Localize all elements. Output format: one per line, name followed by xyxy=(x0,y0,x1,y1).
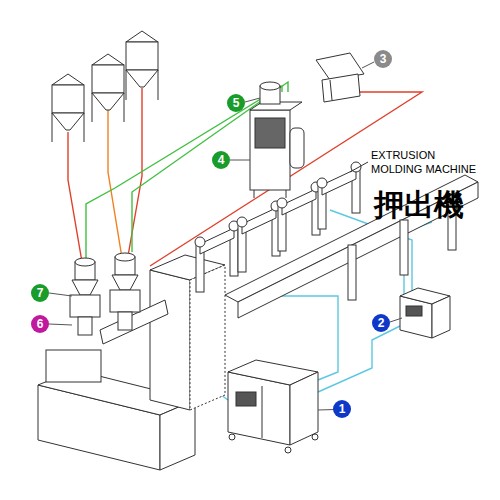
chiller-door xyxy=(262,386,263,438)
crusher-body xyxy=(322,74,360,102)
wheel xyxy=(285,447,291,453)
loader-cap xyxy=(75,258,95,266)
callout-circle: 1 xyxy=(333,400,351,418)
material-pipe xyxy=(68,132,82,262)
loader-cap xyxy=(260,82,280,90)
callout-number: 1 xyxy=(339,402,346,416)
callout-number: 6 xyxy=(37,317,44,331)
dryer-leg xyxy=(286,190,287,198)
hopper-neck xyxy=(78,317,92,335)
temperature-controller xyxy=(400,288,450,338)
base-side xyxy=(160,400,195,470)
callout-circle: 5 xyxy=(227,94,245,112)
callout-circle: 2 xyxy=(372,314,390,332)
wheel xyxy=(312,434,318,440)
silo-cone xyxy=(126,70,158,87)
dryer-leg xyxy=(254,190,255,198)
dryer-cabinet xyxy=(250,110,290,190)
silo-roof xyxy=(92,54,124,65)
callout-number: 7 xyxy=(37,286,44,300)
wheel xyxy=(229,434,235,440)
tcu-panel xyxy=(406,306,422,316)
housing-front xyxy=(150,270,190,410)
dryer-blower xyxy=(290,128,304,168)
machine-label-japanese: 押出機 xyxy=(374,188,494,222)
crusher xyxy=(316,53,364,102)
water-pipe xyxy=(318,326,400,392)
frame-cap xyxy=(195,237,205,247)
frame-cap xyxy=(277,198,287,208)
dryer xyxy=(250,82,304,198)
crusher-detail xyxy=(330,80,332,100)
callout-number: 3 xyxy=(380,52,387,66)
silo-leg xyxy=(84,113,85,142)
tcu-side xyxy=(432,296,450,338)
silo-roof xyxy=(126,31,158,42)
silo-leg xyxy=(52,113,53,142)
silo-body xyxy=(52,85,84,113)
callout-number: 5 xyxy=(233,96,240,110)
callout-circle: 3 xyxy=(374,50,392,68)
leader-line xyxy=(49,324,72,325)
loader-cap xyxy=(115,253,135,261)
silo-body xyxy=(92,65,124,93)
material-pipe xyxy=(108,110,122,258)
beam-leg xyxy=(348,245,356,300)
beam-leg xyxy=(400,220,408,275)
callout-number: 4 xyxy=(218,153,225,167)
loader-cone xyxy=(72,280,98,295)
silos xyxy=(52,31,158,142)
leader-line xyxy=(49,293,72,296)
loader-cone xyxy=(112,275,138,290)
housing-side xyxy=(190,265,225,410)
silo-cone xyxy=(52,113,84,130)
silo-cone xyxy=(92,93,124,110)
callout-circle: 4 xyxy=(212,151,230,169)
chiller-panel xyxy=(236,392,256,406)
leader-line xyxy=(390,318,402,322)
hopper-box xyxy=(70,295,100,317)
leader-line xyxy=(245,98,260,102)
callout-circle: 6 xyxy=(31,315,49,333)
frame-cap xyxy=(317,178,327,188)
machine-label: EXTRUSION MOLDING MACHINE xyxy=(371,148,489,176)
leader-line xyxy=(350,162,368,172)
silo-leg xyxy=(158,70,159,100)
silo-leg xyxy=(92,93,93,122)
chiller xyxy=(228,360,318,453)
silo-leg xyxy=(124,93,125,122)
hopper-neck xyxy=(118,312,132,330)
silo-body xyxy=(126,42,158,70)
callout-number: 2 xyxy=(378,316,385,330)
loaders xyxy=(70,253,140,335)
dryer-panel xyxy=(255,118,285,148)
silo-leg xyxy=(126,70,127,100)
chiller-side xyxy=(290,372,318,445)
leader-line xyxy=(230,160,250,161)
hopper-box xyxy=(110,290,140,312)
frame-cap xyxy=(237,217,247,227)
callout-leaders xyxy=(49,62,402,410)
callout-circle: 7 xyxy=(31,284,49,302)
silo-roof xyxy=(52,74,84,85)
leader-line xyxy=(362,62,374,68)
control-box xyxy=(46,350,101,382)
